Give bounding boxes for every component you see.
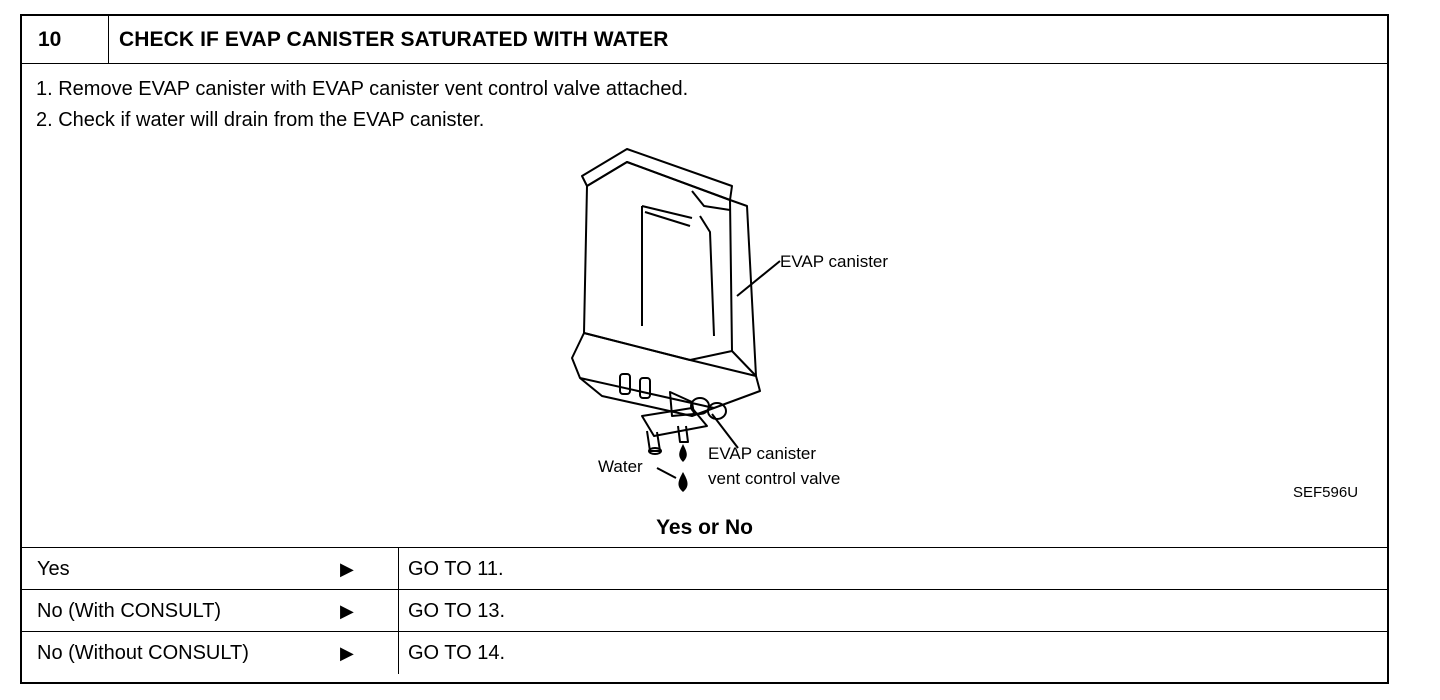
- figure-code: SEF596U: [1293, 484, 1359, 501]
- question-heading: Yes or No: [656, 516, 753, 539]
- instruction-list: 1. Remove EVAP canister with EVAP canist…: [36, 74, 688, 136]
- diagnostic-procedure-box: 10 CHECK IF EVAP CANISTER SATURATED WITH…: [20, 14, 1389, 684]
- label-vent-valve-line2: vent control valve: [708, 469, 841, 488]
- procedure-title: CHECK IF EVAP CANISTER SATURATED WITH WA…: [119, 28, 669, 51]
- result-condition: Yes: [37, 558, 70, 580]
- result-condition: No (With CONSULT): [37, 600, 222, 622]
- result-row: No (Without CONSULT) ▶ GO TO 14.: [22, 632, 1387, 674]
- result-action: GO TO 13.: [408, 600, 506, 622]
- evap-canister-illustration: EVAP canister EVAP canister vent control…: [542, 146, 922, 506]
- canister-drawing: [571, 148, 781, 492]
- right-triangle-icon: ▶: [340, 601, 354, 621]
- result-table: Yes ▶ GO TO 11. No (With CONSULT) ▶ GO T…: [22, 547, 1387, 674]
- instruction-step-1: 1. Remove EVAP canister with EVAP canist…: [36, 78, 689, 100]
- right-triangle-icon: ▶: [340, 643, 354, 663]
- label-evap-canister: EVAP canister: [780, 252, 889, 271]
- result-condition: No (Without CONSULT): [37, 642, 249, 664]
- right-triangle-icon: ▶: [340, 559, 354, 579]
- instruction-step-2: 2. Check if water will drain from the EV…: [36, 109, 485, 131]
- result-row: No (With CONSULT) ▶ GO TO 13.: [22, 590, 1387, 632]
- result-action: GO TO 11.: [408, 558, 504, 580]
- step-number: 10: [22, 16, 109, 63]
- result-action: GO TO 14.: [408, 642, 506, 664]
- label-water: Water: [598, 457, 643, 476]
- result-row: Yes ▶ GO TO 11.: [22, 548, 1387, 590]
- label-vent-valve-line1: EVAP canister: [708, 444, 817, 463]
- procedure-header: 10 CHECK IF EVAP CANISTER SATURATED WITH…: [22, 16, 1387, 64]
